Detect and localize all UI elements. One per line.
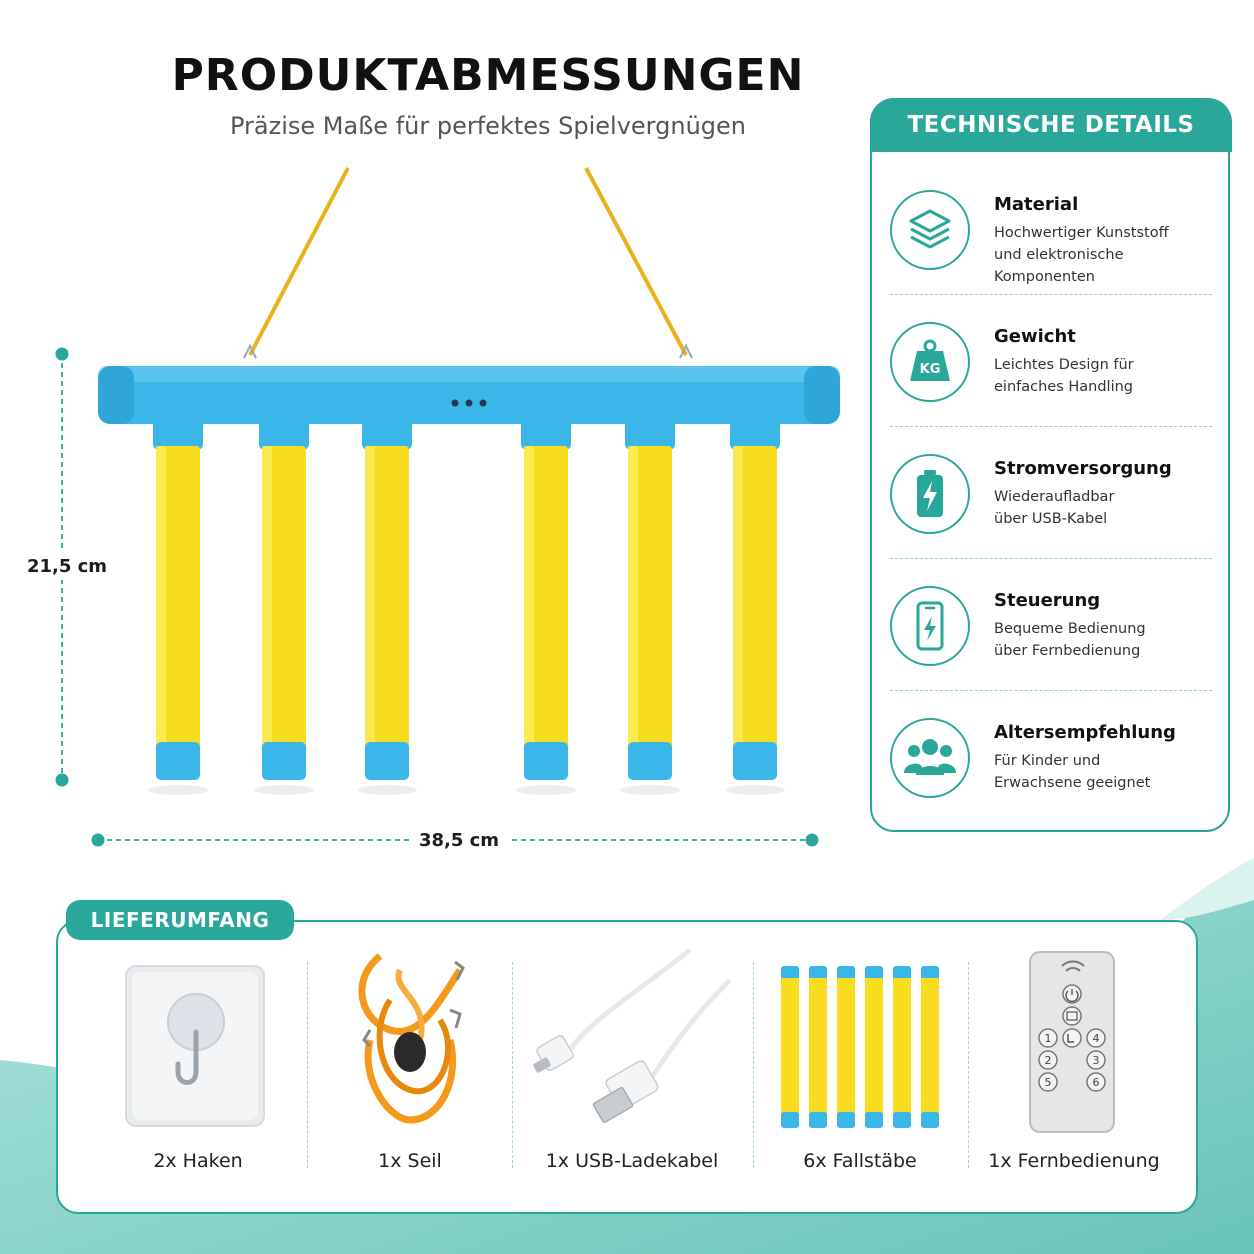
scope-item-label: 6x Fallstäbe bbox=[803, 1150, 917, 1172]
tech-item-title: Gewicht bbox=[994, 326, 1076, 347]
scope-item-rope: 1x Seil bbox=[330, 940, 490, 1200]
remote-key bbox=[1038, 1028, 1058, 1048]
scope-item-label: 1x Seil bbox=[378, 1150, 442, 1172]
technical-details-panel: TECHNISCHE DETAILS Material Hochwertiger… bbox=[870, 98, 1232, 832]
remote-key-label: 6 bbox=[1093, 1076, 1100, 1089]
mini-stick bbox=[837, 966, 855, 1128]
remote-key-label: 1 bbox=[1045, 1032, 1052, 1045]
remote-key bbox=[1086, 1072, 1106, 1092]
scope-item-label: 1x Fernbedienung bbox=[988, 1150, 1160, 1172]
led-dot bbox=[465, 399, 473, 407]
technical-details-title: TECHNISCHE DETAILS bbox=[870, 98, 1232, 152]
divider bbox=[890, 426, 1212, 427]
remote-key bbox=[1038, 1072, 1058, 1092]
tech-item-power: Stromversorgung Wiederaufladbar über USB… bbox=[888, 434, 1218, 544]
tech-item-desc: Leichtes Design für einfaches Handling bbox=[994, 357, 1134, 395]
scope-item-usb-cable: 1x USB-Ladekabel bbox=[530, 940, 734, 1200]
product-illustration: 21,5 cm 38,5 cm bbox=[20, 167, 840, 854]
divider bbox=[890, 558, 1212, 559]
page-title: PRODUKTABMESSUNGEN bbox=[171, 50, 805, 101]
scope-item-remote: 1 2 3 4 5 6 1x Fernbedienung bbox=[984, 940, 1164, 1200]
divider bbox=[307, 962, 308, 1168]
falling-stick bbox=[254, 414, 314, 795]
main-tube bbox=[98, 366, 840, 424]
remote-control-image: 1 2 3 4 5 6 bbox=[1029, 951, 1115, 1133]
tech-item-title: Material bbox=[994, 194, 1079, 215]
tech-item-desc: Bequeme Bedienung über Fernbedienung bbox=[994, 621, 1146, 659]
tech-item-control: Steuerung Bequeme Bedienung über Fernbed… bbox=[888, 566, 1218, 676]
scope-item-label: 1x USB-Ladekabel bbox=[545, 1150, 719, 1172]
remote-key-label: 3 bbox=[1093, 1054, 1100, 1067]
tech-item-material: Material Hochwertiger Kunststoff und ele… bbox=[888, 170, 1218, 285]
divider bbox=[890, 690, 1212, 691]
mini-stick bbox=[865, 966, 883, 1128]
tech-item-title: Stromversorgung bbox=[994, 458, 1172, 479]
divider bbox=[512, 962, 513, 1168]
remote-keypad: 1 2 3 4 5 6 bbox=[1038, 1028, 1106, 1092]
height-label: 21,5 cm bbox=[27, 556, 107, 577]
divider bbox=[753, 962, 754, 1168]
falling-stick bbox=[620, 414, 680, 795]
falling-sticks-image bbox=[781, 966, 939, 1128]
tech-item-title: Steuerung bbox=[994, 590, 1101, 611]
adhesive-hook-image bbox=[125, 965, 265, 1127]
tech-item-desc: Wiederaufladbar über USB-Kabel bbox=[994, 489, 1115, 527]
remote-key bbox=[1086, 1028, 1106, 1048]
falling-sticks bbox=[148, 414, 785, 795]
falling-stick bbox=[725, 414, 785, 795]
led-dot bbox=[451, 399, 459, 407]
page-subtitle: Präzise Maße für perfektes Spielvergnüge… bbox=[229, 112, 746, 140]
layers-icon bbox=[890, 190, 970, 270]
divider bbox=[890, 294, 1212, 295]
falling-stick bbox=[516, 414, 576, 795]
divider bbox=[968, 962, 969, 1168]
mini-stick bbox=[781, 966, 799, 1128]
tech-item-age: Altersempfehlung Für Kinder und Erwachse… bbox=[888, 698, 1218, 808]
phone-remote-icon bbox=[890, 586, 970, 666]
falling-stick bbox=[357, 414, 417, 795]
width-dimension bbox=[91, 826, 819, 854]
usb-cable-image bbox=[533, 948, 732, 1124]
remote-key-label: 2 bbox=[1045, 1054, 1052, 1067]
weight-badge: KG bbox=[920, 362, 941, 377]
led-dot bbox=[479, 399, 487, 407]
falling-stick bbox=[148, 414, 208, 795]
remote-key-label: 5 bbox=[1045, 1076, 1052, 1089]
remote-key bbox=[1086, 1050, 1106, 1070]
weight-kg-icon: KG bbox=[890, 322, 970, 402]
scope-item-label: 2x Haken bbox=[153, 1150, 243, 1172]
group-users-icon bbox=[890, 718, 970, 798]
tech-item-desc: Für Kinder und Erwachsene geeignet bbox=[994, 753, 1151, 791]
scope-of-delivery-title: LIEFERUMFANG bbox=[66, 900, 294, 940]
remote-key bbox=[1038, 1050, 1058, 1070]
scope-item-hooks: 2x Haken bbox=[100, 940, 296, 1200]
mini-stick bbox=[921, 966, 939, 1128]
tech-item-title: Altersempfehlung bbox=[994, 722, 1176, 743]
height-dimension bbox=[20, 347, 110, 787]
tech-item-desc: Hochwertiger Kunststoff und elektronisch… bbox=[994, 225, 1169, 285]
remote-key-label: 4 bbox=[1093, 1032, 1100, 1045]
mini-stick bbox=[893, 966, 911, 1128]
hanging-rope bbox=[243, 167, 693, 359]
battery-charge-icon bbox=[890, 454, 970, 534]
width-label: 38,5 cm bbox=[419, 830, 499, 851]
scope-item-sticks: 6x Fallstäbe bbox=[770, 940, 950, 1200]
rope-image bbox=[358, 953, 465, 1124]
mini-stick bbox=[809, 966, 827, 1128]
tech-item-weight: KG Gewicht Leichtes Design für einfaches… bbox=[888, 302, 1218, 412]
